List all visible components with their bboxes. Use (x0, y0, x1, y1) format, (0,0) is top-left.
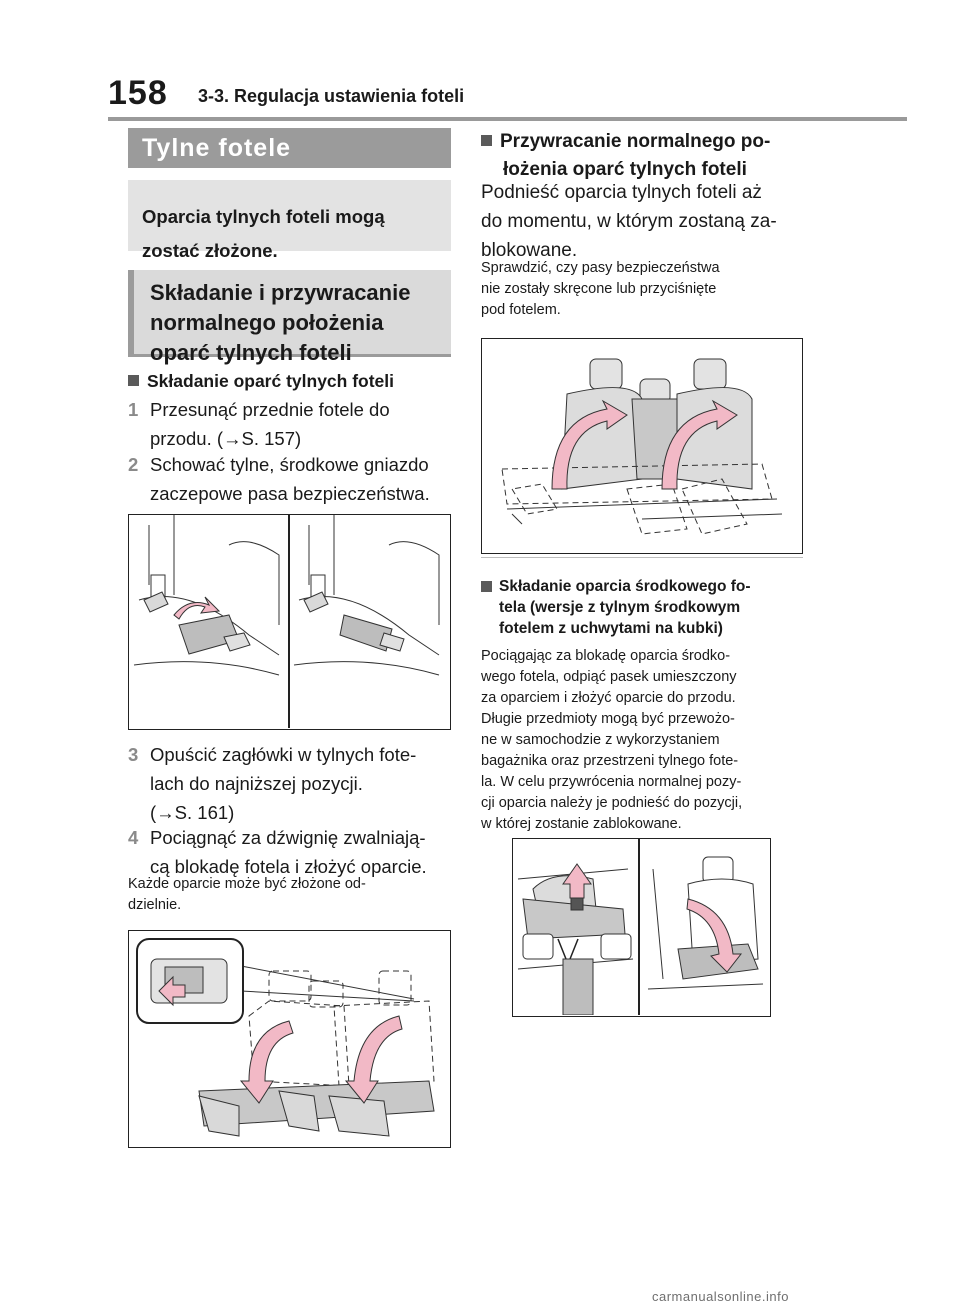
step-number: 2 (128, 454, 139, 475)
square-bullet-icon (481, 581, 492, 592)
folding-note: Każde oparcie może być złożone od- dziel… (128, 876, 366, 913)
restore-heading-line2: łożenia oparć tylnych foteli (503, 159, 747, 180)
buckle-illustration (128, 514, 451, 730)
lead-box: Oparcia tylnych foteli mogą zostać złożo… (128, 180, 451, 261)
topic-box: Składanie i przywracanie normalnego poło… (128, 270, 451, 365)
section-divider (481, 557, 803, 558)
restore-heading-line1: Przywracanie normalnego po- (481, 128, 811, 156)
restore-body: Podnieść oparcia tylnych foteli aż do mo… (481, 182, 777, 261)
restore-note: Sprawdzić, czy pasy bezpieczeństwa nie z… (481, 260, 720, 318)
folding-heading: Składanie oparć tylnych foteli (128, 368, 458, 394)
step-text: Schować tylne, środkowe gniazdo zaczepow… (150, 454, 430, 504)
square-bullet-icon (128, 375, 139, 386)
square-bullet-icon (481, 135, 492, 146)
step-number: 3 (128, 744, 139, 765)
section-banner: Tylne fotele (128, 128, 451, 168)
step-1: 1 Przesunąć przednie fotele do przodu. (… (128, 395, 458, 453)
restore-heading: Przywracanie normalnego po- łożenia opar… (481, 128, 811, 184)
step-text: Przesunąć przednie fotele do przodu. (→S… (150, 399, 390, 449)
step-number: 4 (128, 827, 139, 848)
step-4: 4 Pociągnąć za dźwignię zwalniają- cą bl… (128, 823, 458, 881)
fold-illustration (128, 930, 451, 1148)
header-rule (108, 117, 907, 121)
center-seat-body: Pociągając za blokadę oparcia środko- we… (481, 648, 743, 832)
center-seat-illustration (512, 838, 771, 1017)
step-number: 1 (128, 399, 139, 420)
restore-illustration (481, 338, 803, 554)
step-3: 3 Opuścić zagłówki w tylnych fote- lach … (128, 740, 458, 827)
center-seat-heading-text: Składanie oparcia środkowego fo- tela (w… (499, 578, 751, 637)
step-2: 2 Schować tylne, środkowe gniazdo zaczep… (128, 450, 458, 508)
footer-site: carmanualsonline.info (652, 1289, 789, 1304)
page-number: 158 (108, 74, 168, 112)
section-title: 3-3. Regulacja ustawienia foteli (198, 86, 465, 106)
restore-heading-text1: Przywracanie normalnego po- (500, 131, 771, 152)
center-seat-heading: Składanie oparcia środkowego fo- tela (w… (481, 576, 811, 639)
step-text: Pociągnąć za dźwignię zwalniają- cą blok… (150, 827, 427, 877)
step-text: Opuścić zagłówki w tylnych fote- lach do… (150, 744, 417, 823)
folding-heading-text: Składanie oparć tylnych foteli (147, 371, 395, 391)
